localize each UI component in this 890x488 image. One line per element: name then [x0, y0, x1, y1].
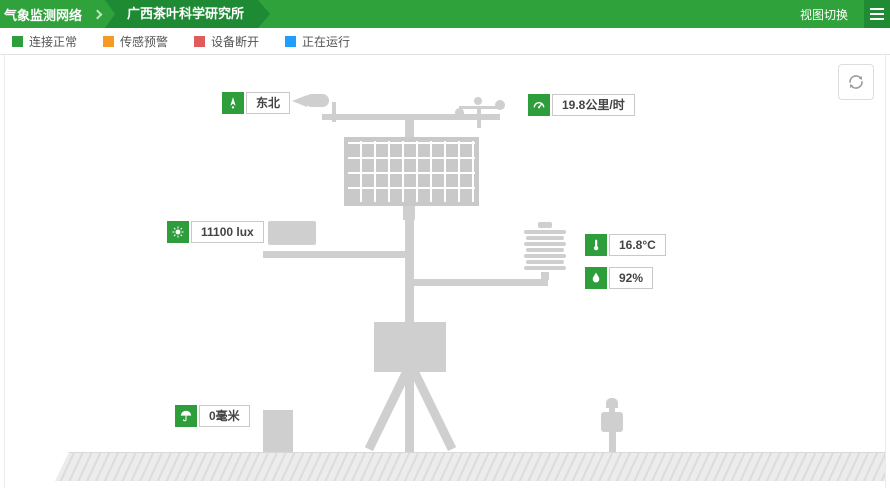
wind-direction-readout: 东北	[222, 92, 291, 114]
ground	[55, 452, 885, 481]
rain-gauge	[263, 410, 293, 453]
breadcrumb[interactable]: 广西茶叶科学研究所	[105, 0, 270, 28]
soil-sensor-body	[601, 412, 623, 432]
legend-color-warning	[103, 35, 115, 47]
light-value: 11100 lux	[191, 221, 264, 243]
wind-vane-stem	[332, 102, 336, 122]
data-logger-box	[374, 322, 446, 372]
wind-speed-value: 19.8公里/时	[552, 94, 635, 116]
wind-direction-value: 东北	[246, 92, 291, 114]
thermometer-icon	[585, 234, 607, 256]
top-bar: 气象监测网络 广西茶叶科学研究所 视图切换	[0, 0, 890, 28]
light-sensor	[268, 221, 316, 245]
station-pole	[405, 118, 414, 452]
legend-label-normal: 连接正常	[29, 34, 78, 49]
temperature-value: 16.8°C	[609, 234, 666, 256]
station-crossbar	[322, 114, 500, 120]
rainfall-value: 0毫米	[199, 405, 250, 427]
legend-color-running	[285, 35, 297, 47]
legend-item-running: 正在运行	[285, 33, 350, 50]
app-title: 气象监测网络	[4, 7, 83, 23]
weather-station-diagram: 东北 19.8公里/时 11100 lux 16.8°C	[5, 55, 885, 488]
sync-button[interactable]	[838, 64, 874, 100]
anemometer-arm	[459, 106, 499, 109]
temperature-readout: 16.8°C	[585, 234, 666, 256]
sensor-arm-right	[414, 279, 548, 286]
sync-icon	[849, 75, 863, 89]
wind-speed-icon	[528, 94, 550, 116]
wind-vane-tail	[292, 95, 307, 107]
rain-icon	[175, 405, 197, 427]
solar-panel-mount	[403, 206, 415, 220]
rainfall-readout: 0毫米	[175, 405, 250, 427]
anemometer	[455, 96, 507, 128]
legend-label-running: 正在运行	[302, 34, 351, 49]
legend-item-normal: 连接正常	[12, 33, 77, 50]
hamburger-icon	[870, 8, 884, 10]
anemometer-stem	[477, 108, 481, 128]
legend-color-disconnected	[194, 35, 206, 47]
legend-label-disconnected: 设备断开	[211, 34, 260, 49]
legend-label-warning: 传感预警	[120, 34, 169, 49]
legend-color-normal	[12, 35, 23, 47]
legend-item-disconnected: 设备断开	[194, 33, 259, 50]
diagram-canvas: 东北 19.8公里/时 11100 lux 16.8°C	[4, 55, 886, 488]
radiation-shield	[523, 222, 567, 280]
menu-button[interactable]	[864, 0, 890, 28]
anemometer-cup	[474, 97, 482, 105]
sensor-arm-left	[263, 251, 413, 258]
header-actions: 视图切换	[800, 0, 890, 28]
soil-sensor-neck	[609, 407, 615, 413]
light-readout: 11100 lux	[167, 221, 264, 243]
anemometer-cup	[455, 108, 464, 117]
legend-item-warning: 传感预警	[103, 33, 168, 50]
droplet-icon	[585, 267, 607, 289]
wind-vane-body	[305, 94, 329, 107]
solar-panel	[344, 137, 479, 206]
soil-sensor-knob	[606, 398, 618, 408]
legend-bar: 连接正常 传感预警 设备断开 正在运行	[0, 28, 890, 55]
view-switch-button[interactable]: 视图切换	[799, 7, 848, 22]
anemometer-cup	[495, 100, 505, 110]
tripod-leg-right	[409, 368, 457, 452]
wind-direction-icon	[222, 92, 244, 114]
wind-speed-readout: 19.8公里/时	[528, 94, 635, 116]
breadcrumb-chevron-icon	[92, 9, 103, 19]
humidity-readout: 92%	[585, 267, 654, 289]
humidity-value: 92%	[609, 267, 654, 289]
breadcrumb-label: 广西茶叶科学研究所	[127, 6, 245, 21]
sun-icon	[167, 221, 189, 243]
wind-vane	[292, 90, 348, 124]
